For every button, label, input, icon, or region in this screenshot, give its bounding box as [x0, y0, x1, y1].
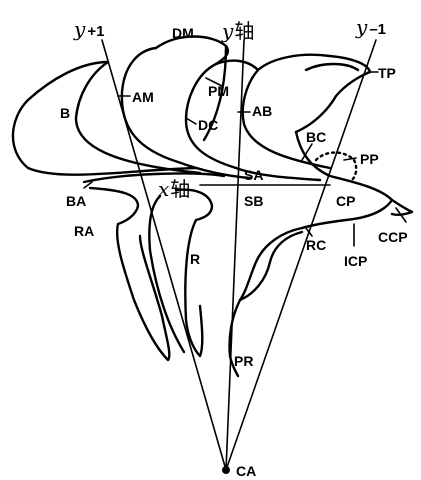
label-ccp: CCP	[378, 229, 408, 245]
y-center-axis-line	[225, 39, 245, 471]
label-r: R	[190, 251, 200, 267]
axis-titles: y+1 y轴 y–1 x轴	[73, 15, 386, 201]
region-pr-outline	[238, 230, 304, 302]
x-axis-title: x轴	[158, 177, 190, 201]
label-dc: DC	[198, 117, 218, 133]
region-ccp-outline	[390, 198, 414, 217]
pp-leader	[343, 157, 357, 161]
region-dc-outline	[202, 44, 228, 142]
label-pm: PM	[208, 83, 229, 99]
label-sb: SB	[244, 193, 263, 209]
leader-lines	[83, 71, 407, 247]
label-pr: PR	[234, 353, 253, 369]
label-dm: DM	[172, 25, 194, 41]
region-ba-outline	[82, 172, 226, 184]
region-pm-outline	[214, 59, 332, 170]
label-bc: BC	[306, 129, 326, 145]
label-cp: CP	[336, 193, 355, 209]
region-sb-inner-outline	[148, 194, 186, 354]
ca-origin-point	[222, 466, 230, 474]
region-labels: DM TP AM PM B DC AB BC PP SA BA SB CP RA…	[60, 25, 408, 479]
region-ra-outline	[88, 186, 171, 362]
label-ca: CA	[236, 463, 256, 479]
bc-leader	[301, 143, 313, 161]
y-center-axis-title: y轴	[221, 19, 254, 43]
region-b-outline	[11, 60, 198, 176]
region-contours	[11, 35, 414, 378]
label-ba: BA	[66, 193, 86, 209]
pm-leader	[205, 77, 223, 87]
label-tp: TP	[378, 65, 396, 81]
ccp-leader	[395, 207, 407, 223]
label-am: AM	[132, 89, 154, 105]
label-sa: SA	[244, 167, 263, 183]
region-pp-dotted-outline	[314, 151, 358, 182]
rc-leader	[305, 227, 313, 237]
y-plus-1-axis-title: y+1	[73, 17, 104, 41]
region-b-inner-outline	[74, 60, 202, 175]
label-ra: RA	[74, 223, 94, 239]
region-sb-outline	[174, 188, 214, 358]
label-icp: ICP	[344, 253, 367, 269]
label-ab: AB	[252, 103, 272, 119]
y-minus-1-axis-line	[225, 39, 377, 471]
region-dm-outline	[154, 35, 322, 182]
label-rc: RC	[306, 237, 326, 253]
region-tp-inner-outline	[304, 62, 360, 72]
ba-leader	[83, 181, 93, 189]
label-pp: PP	[360, 151, 379, 167]
label-b: B	[60, 105, 70, 121]
dc-leader	[185, 117, 197, 125]
region-am-outline	[120, 46, 252, 180]
y-minus-1-axis-title: y–1	[355, 15, 386, 39]
